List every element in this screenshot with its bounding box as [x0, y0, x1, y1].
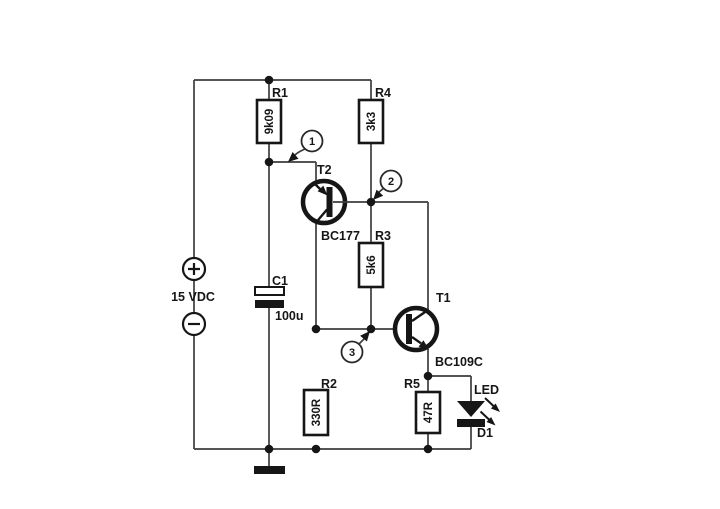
resistor-r3: R3 5k6 — [357, 229, 391, 289]
pnp-emitter-arrow-icon — [317, 185, 328, 196]
led-anode-triangle — [457, 401, 485, 417]
resistor-value: 47R — [423, 401, 435, 423]
battery-plus-terminal-icon — [181, 256, 207, 282]
wire-led-branch — [428, 375, 472, 449]
test-point-1: 1 — [288, 129, 324, 162]
resistor-value: 9k09 — [264, 109, 276, 135]
junction-dot — [264, 444, 274, 454]
power-supply: 15 VDC — [171, 256, 215, 337]
resistor-r2: R2 330R — [302, 377, 337, 437]
transistor-part-number: BC177 — [321, 229, 360, 243]
resistor-r5: R5 47R — [404, 377, 442, 435]
balloon-arrow-icon — [288, 152, 299, 162]
light-ray-line — [479, 410, 491, 421]
resistor-label: R3 — [375, 229, 391, 243]
resistor-value: 330R — [311, 398, 323, 426]
resistor-body — [255, 98, 283, 145]
junction-dot — [366, 324, 376, 334]
balloon-tail — [294, 148, 306, 156]
led-cathode-bar — [457, 419, 485, 427]
transistor-label: T1 — [436, 291, 451, 305]
test-point-number: 3 — [349, 347, 355, 359]
resistor-r1: R1 9k09 — [255, 86, 288, 145]
collector-line — [315, 208, 328, 224]
collector-line — [411, 309, 429, 322]
transistor-base-bar — [406, 314, 412, 344]
resistor-body — [357, 241, 385, 289]
wire-node2-to-t1-collector — [371, 201, 429, 310]
test-point-number: 2 — [388, 176, 394, 188]
test-point-3: 3 — [340, 331, 370, 364]
test-point-2: 2 — [373, 169, 403, 200]
transistor-t1: T1 BC109C — [392, 291, 483, 369]
led-d1: LED D1 — [457, 383, 500, 440]
resistor-label: R1 — [272, 86, 288, 100]
plus-sign-icon — [188, 263, 200, 275]
transistor-part-number: BC109C — [435, 355, 483, 369]
resistor-label: R5 — [404, 377, 420, 391]
junction-dot — [311, 324, 321, 334]
resistor-body — [357, 98, 385, 145]
light-ray-arrow-icon — [491, 403, 500, 412]
junction-dot — [423, 371, 433, 381]
transistor-t2: T2 BC177 — [300, 163, 371, 243]
light-ray-arrow-icon — [486, 417, 496, 426]
resistor-r4: R4 3k3 — [357, 86, 391, 145]
emitter-line — [411, 336, 422, 345]
light-ray-line — [484, 397, 495, 408]
capacitor-label: C1 — [272, 274, 288, 288]
transistor-base-bar — [326, 187, 333, 217]
resistor-label: R4 — [375, 86, 391, 100]
capacitor-c1: C1 100u — [254, 274, 304, 323]
ground-symbol — [254, 466, 285, 474]
ground-bar-icon — [254, 466, 285, 474]
balloon-arrow-icon — [373, 189, 384, 200]
test-point-number: 1 — [309, 136, 315, 148]
wire-node1-to-t2 — [269, 161, 317, 183]
capacitor-value: 100u — [275, 309, 304, 323]
npn-emitter-arrow-icon — [418, 340, 429, 350]
resistor-value: 3k3 — [366, 112, 378, 131]
led-ref-label: D1 — [477, 426, 493, 440]
resistor-body — [414, 390, 442, 435]
capacitor-plate-negative — [255, 300, 284, 308]
junction-dots — [264, 75, 433, 454]
balloon-arrow-icon — [360, 331, 370, 342]
resistor-body — [302, 388, 330, 437]
balloon-circle — [379, 169, 403, 193]
resistor-value: 5k6 — [366, 255, 378, 274]
junction-dot — [264, 75, 274, 85]
resistor-label: R2 — [321, 377, 337, 391]
led-type-label: LED — [474, 383, 499, 397]
transistor-label: T2 — [317, 163, 332, 177]
supply-voltage-label: 15 VDC — [171, 290, 215, 304]
balloon-circle — [300, 129, 324, 153]
junction-dot — [311, 444, 321, 454]
capacitor-plate-positive — [254, 286, 285, 296]
balloon-circle — [340, 340, 364, 364]
junction-dot — [423, 444, 433, 454]
battery-minus-terminal-icon — [181, 311, 207, 337]
transistor-circle — [392, 305, 440, 353]
junction-dot — [264, 157, 274, 167]
